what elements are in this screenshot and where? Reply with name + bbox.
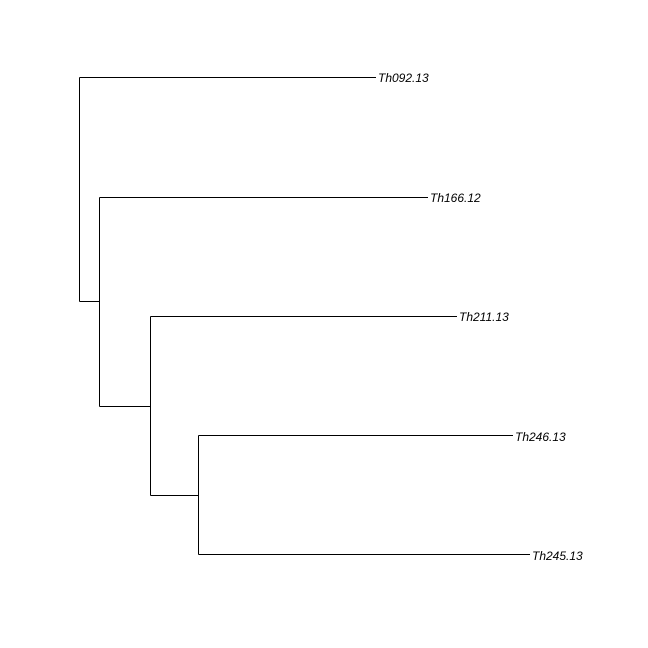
tip-label: Th092.13 bbox=[378, 71, 429, 85]
tip-label: Th245.13 bbox=[532, 549, 583, 563]
tip-label: Th211.13 bbox=[459, 310, 509, 324]
tip-label: Th246.13 bbox=[515, 430, 566, 444]
tip-label: Th166.12 bbox=[430, 191, 481, 205]
